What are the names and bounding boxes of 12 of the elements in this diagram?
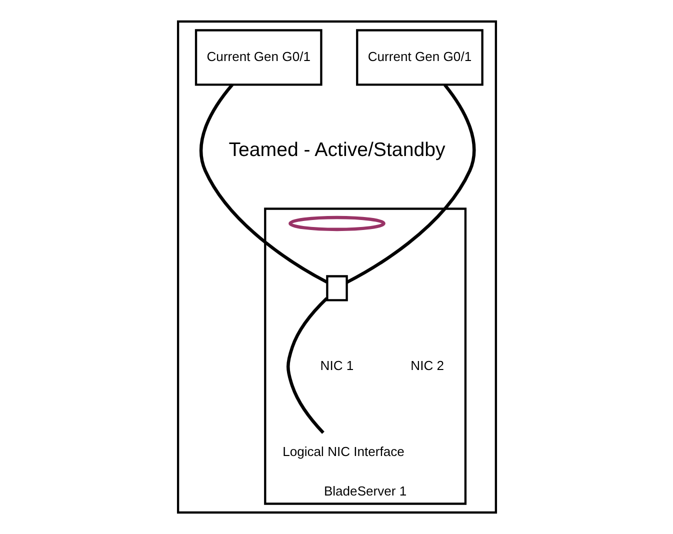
node-box: Current Gen G0/1 <box>194 29 322 86</box>
label: Teamed - Active/Standby <box>228 138 445 161</box>
cluster <box>176 20 497 514</box>
node-box: Current Gen G0/1 <box>356 29 483 86</box>
connector <box>199 84 328 284</box>
connector <box>286 297 328 434</box>
node-text: Logical NIC Interface <box>282 444 404 459</box>
label: NIC 2 <box>410 358 444 373</box>
label: NIC 1 <box>320 358 354 373</box>
connector <box>346 84 476 284</box>
node-box <box>326 275 348 302</box>
node-ellipse <box>288 216 385 232</box>
